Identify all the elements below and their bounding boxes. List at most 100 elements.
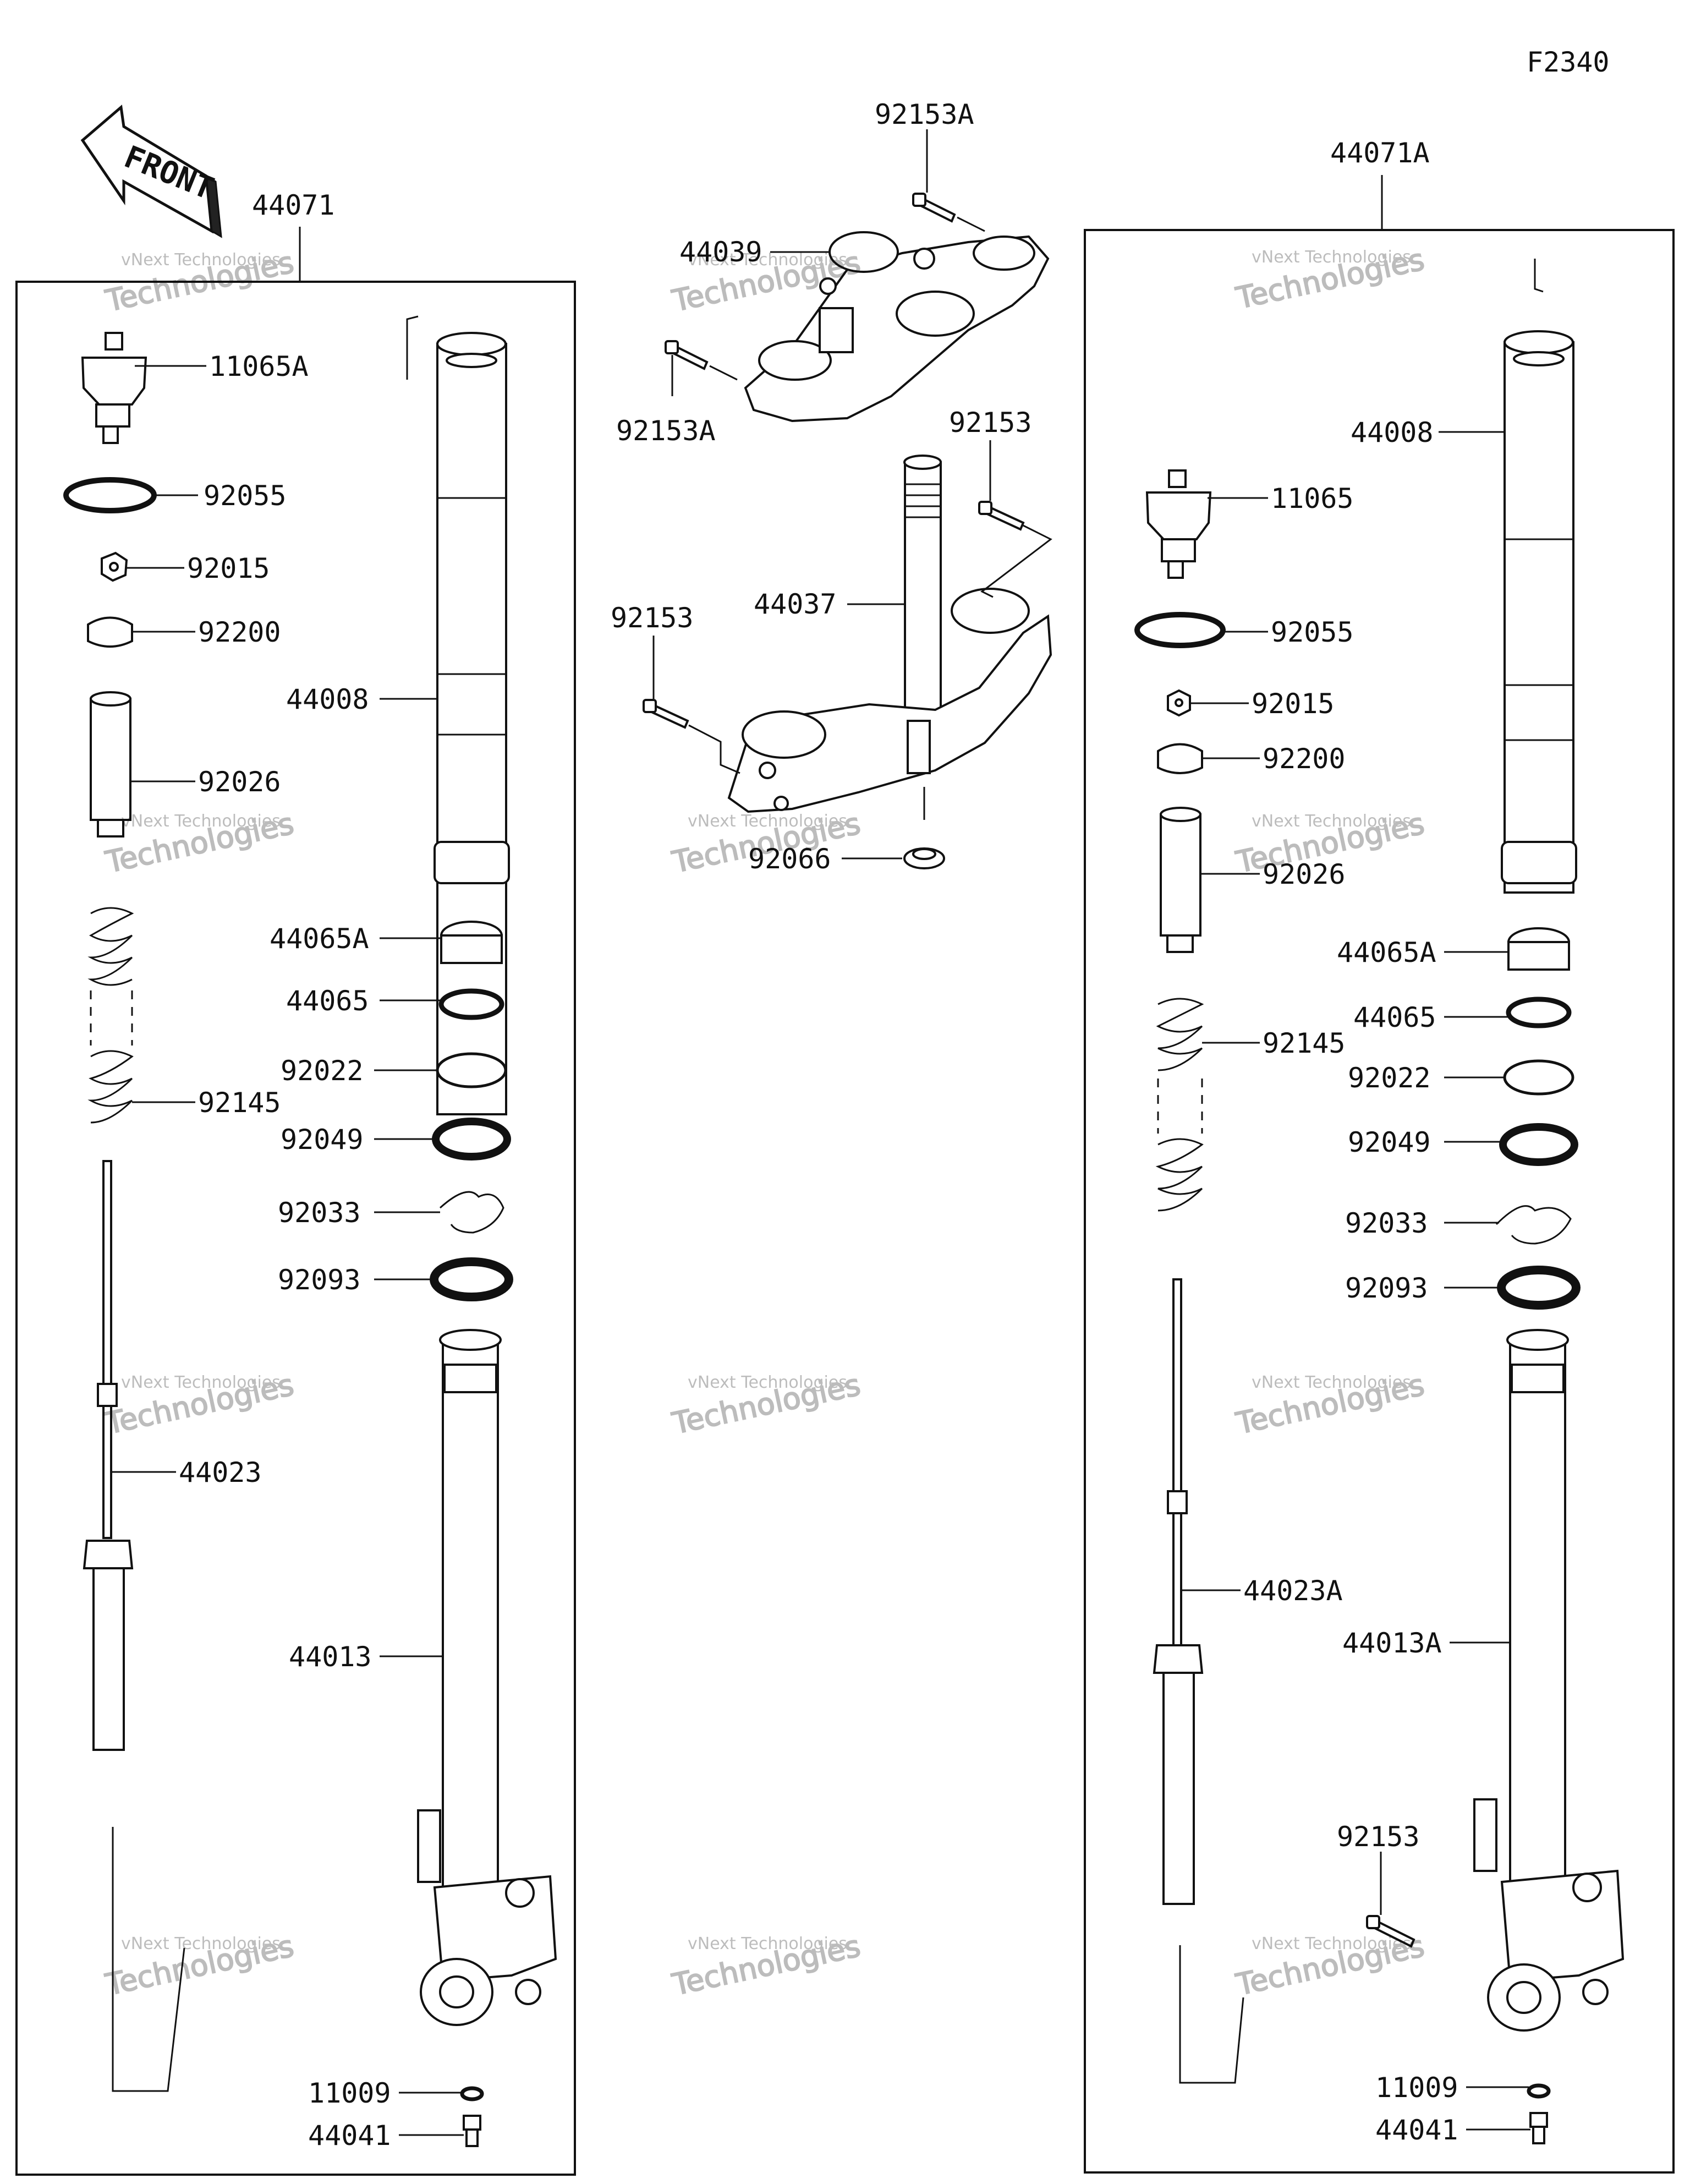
diagram-code: F2340 bbox=[1527, 46, 1610, 78]
watermark-line1: vNext Technologies bbox=[1252, 248, 1411, 267]
bracket-bolt-top-part bbox=[912, 193, 985, 232]
l-damper-rod-part bbox=[83, 1160, 134, 1751]
label-r-spring: 92145 bbox=[1263, 1027, 1346, 1059]
r-spring-part bbox=[1155, 998, 1204, 1212]
label-r-cap: 11065 bbox=[1271, 483, 1354, 514]
label-l-dust-seal: 92093 bbox=[278, 1264, 361, 1296]
l-dust-seal-part bbox=[430, 1257, 513, 1301]
label-r-gasket: 11009 bbox=[1375, 2072, 1458, 2104]
r-gasket-part bbox=[1527, 2083, 1551, 2099]
l-leader-bracket bbox=[112, 1827, 185, 2092]
r-bolt-small-part bbox=[1366, 1852, 1415, 1948]
upper-bracket-part bbox=[744, 231, 1050, 423]
steering-stem-part bbox=[903, 455, 942, 722]
l-cap-part bbox=[81, 332, 147, 444]
label-upper-bracket: 44039 bbox=[679, 236, 762, 268]
label-r-seal: 92049 bbox=[1348, 1126, 1431, 1158]
r-washer2-part bbox=[1503, 1059, 1574, 1096]
r-bush-a-body bbox=[1507, 941, 1570, 971]
label-r-tube: 44008 bbox=[1351, 417, 1434, 448]
label-l-collar: 92026 bbox=[198, 766, 281, 798]
label-stem-bolt-right: 92153 bbox=[949, 407, 1032, 439]
label-top-bracket-bolt-bottom: 92153A bbox=[616, 415, 716, 447]
l-collar-part bbox=[90, 691, 131, 838]
label-r-dust-seal: 92093 bbox=[1345, 1272, 1428, 1304]
bracket-bolt-bottom-part bbox=[665, 340, 738, 381]
label-top-bracket-bolt-top: 92153A bbox=[875, 98, 974, 130]
label-l-gasket: 11009 bbox=[308, 2077, 391, 2109]
lower-bracket-part bbox=[727, 588, 1052, 813]
l-oring-part bbox=[63, 477, 157, 513]
right-assembly-box: 44071A bbox=[1084, 137, 1675, 2174]
r-seal-part bbox=[1499, 1123, 1578, 1166]
r-oring-part bbox=[1134, 612, 1226, 648]
front-arrow-icon: FRONT bbox=[80, 105, 222, 238]
label-r-outer: 44013A bbox=[1342, 1627, 1442, 1659]
label-l-tube: 44008 bbox=[286, 683, 369, 715]
label-l-washer2: 92022 bbox=[281, 1055, 364, 1087]
l-seal-part bbox=[432, 1118, 511, 1161]
r-cap-part bbox=[1145, 469, 1212, 579]
watermark-line1: vNext Technologies bbox=[121, 812, 281, 831]
part-labels: 92153A 44039 92153A 92153 92153 44037 92… bbox=[179, 98, 1458, 2152]
label-l-bush-a: 44065A bbox=[270, 923, 369, 955]
l-bush-part bbox=[438, 988, 504, 1020]
r-inner-tube-part bbox=[1501, 259, 1577, 894]
l-gasket-part bbox=[460, 2086, 484, 2101]
label-stem-bolt-left: 92153 bbox=[611, 602, 694, 634]
label-r-bush-a: 44065A bbox=[1337, 937, 1436, 968]
stem-seal-part bbox=[903, 787, 945, 869]
watermark-line1: vNext Technologies bbox=[121, 250, 281, 270]
l-spring-part bbox=[87, 907, 134, 1124]
l-nut-part bbox=[101, 551, 128, 582]
watermark-line1: vNext Technologies bbox=[121, 1934, 281, 1953]
label-r-washer2: 92022 bbox=[1348, 1062, 1431, 1094]
r-dust-seal-part bbox=[1497, 1266, 1581, 1310]
label-r-oring: 92055 bbox=[1271, 616, 1354, 648]
l-washer-part bbox=[87, 616, 133, 648]
r-washer-part bbox=[1157, 743, 1203, 774]
label-l-bush: 44065 bbox=[286, 985, 369, 1017]
label-r-damper-rod: 44023A bbox=[1243, 1575, 1343, 1607]
label-r-washer: 92200 bbox=[1263, 743, 1346, 775]
label-l-washer: 92200 bbox=[198, 616, 281, 648]
left-assembly-label: 44071 bbox=[252, 189, 335, 221]
leaders bbox=[111, 129, 1530, 2136]
label-steering-stem: 44037 bbox=[754, 588, 837, 620]
r-collar-part bbox=[1160, 807, 1201, 953]
label-r-nut: 92015 bbox=[1252, 688, 1335, 720]
label-l-bolt: 44041 bbox=[308, 2120, 391, 2152]
label-r-bolt-small: 92153 bbox=[1337, 1821, 1420, 1853]
l-inner-tube-part bbox=[406, 315, 510, 1115]
r-damper-rod-part bbox=[1153, 1278, 1204, 1905]
label-r-collar: 92026 bbox=[1263, 858, 1346, 890]
watermark-line1: vNext Technologies bbox=[1252, 1934, 1411, 1953]
l-outer-tube-part bbox=[417, 1329, 557, 2026]
r-leader-bracket bbox=[1179, 1945, 1244, 2084]
l-bolt-part bbox=[463, 2115, 481, 2147]
label-l-spring: 92145 bbox=[198, 1087, 281, 1119]
label-l-clip: 92033 bbox=[278, 1197, 361, 1229]
label-r-clip: 92033 bbox=[1345, 1207, 1428, 1239]
l-bush-a-body bbox=[440, 934, 503, 964]
stem-bolt-left-part bbox=[643, 699, 740, 774]
label-l-nut: 92015 bbox=[187, 552, 270, 584]
label-l-outer: 44013 bbox=[289, 1641, 372, 1673]
watermark-line1: vNext Technologies bbox=[1252, 812, 1411, 831]
r-bush-part bbox=[1506, 997, 1572, 1028]
label-l-damper-rod: 44023 bbox=[179, 1457, 262, 1488]
r-nut-part bbox=[1167, 689, 1191, 717]
label-r-bolt: 44041 bbox=[1375, 2114, 1458, 2146]
left-assembly-box: 44071 bbox=[15, 189, 576, 2176]
label-l-cap: 11065A bbox=[209, 351, 309, 382]
label-r-bush: 44065 bbox=[1353, 1001, 1436, 1033]
r-outer-tube-part bbox=[1473, 1329, 1625, 2032]
r-bolt-part bbox=[1529, 2112, 1548, 2144]
label-stem-seal: 92066 bbox=[748, 843, 831, 875]
watermark-line1: vNext Technologies bbox=[688, 250, 847, 270]
r-clip-part bbox=[1495, 1205, 1572, 1245]
stem-bolt-right-part bbox=[978, 501, 1052, 598]
label-l-oring: 92055 bbox=[204, 480, 287, 512]
